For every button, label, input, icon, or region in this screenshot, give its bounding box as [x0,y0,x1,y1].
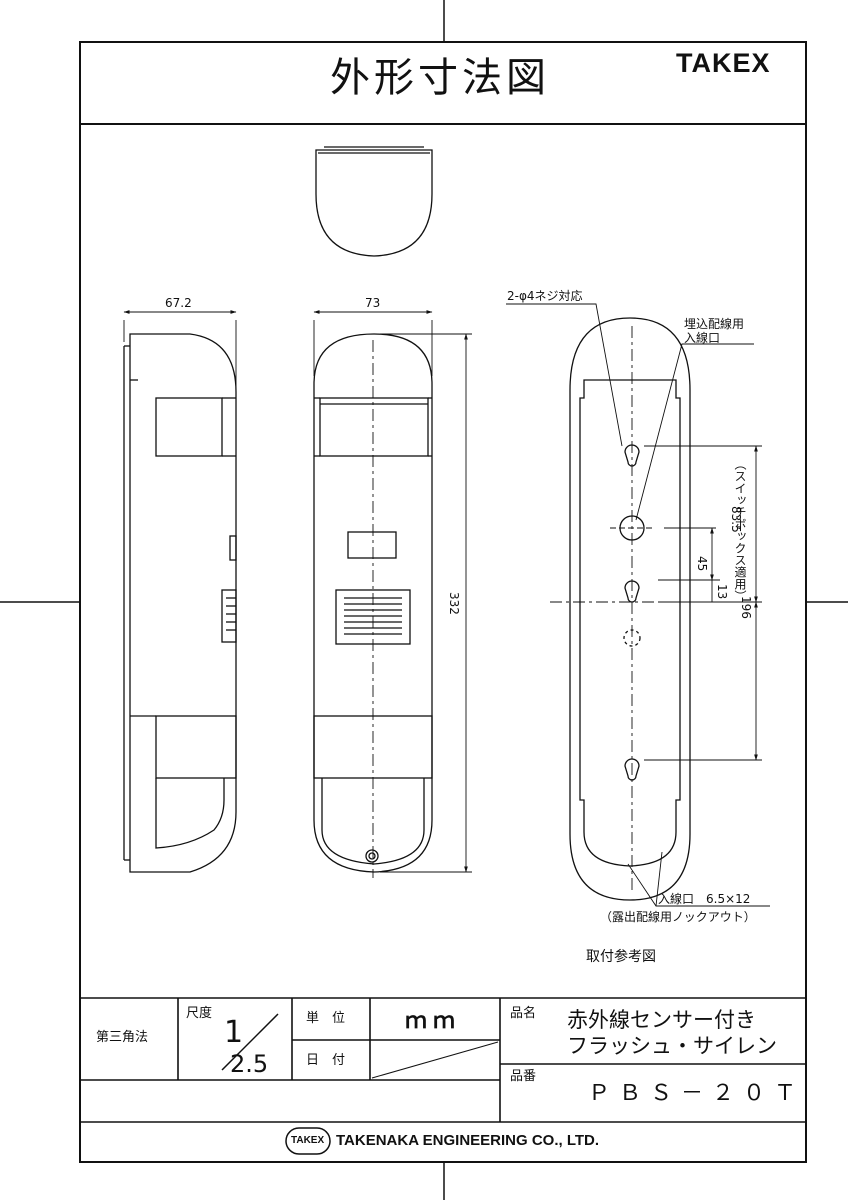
company-logo-oval [285,1127,331,1155]
page-frame [79,41,807,1163]
mounting-caption: 取付参考図 [586,949,656,965]
dim-front-width: 73 [365,296,381,310]
title-block [80,997,806,1155]
scale-denominator: 2.5 [230,1050,269,1078]
dim-83-5-note: （スイッチボックス適用） [733,458,747,602]
dim-height: 332 [447,592,461,615]
product-name-label: 品名 [510,1006,537,1021]
exposed-entry-note-2: （露出配線用ノックアウト） [600,910,756,924]
company-name: TAKENAKA ENGINEERING CO., LTD. [336,1132,600,1149]
front-view [313,333,433,878]
scale-numerator: 1 [224,1015,244,1050]
scale-label: 尺度 [186,1006,213,1021]
dim-196: 196 [739,596,753,619]
embedded-entry-note-1: 埋込配線用 [684,317,745,331]
dim-83-5: 83.5 [729,506,743,533]
drawing-title: 外形寸法図 [330,55,550,101]
dim-13: 13 [715,584,729,600]
top-view [315,146,433,257]
product-name-line-1: 赤外線センサー付き [567,1008,756,1032]
company-logo-text: TAKEX [291,1135,325,1146]
exposed-entry-note-1: 入線口 6.5×12 [658,892,751,906]
part-number: ＰＢＳ－２０Ｔ [588,1081,806,1106]
unit-value: ｍｍ [405,1009,462,1034]
brand-logo: TAKEX [676,48,771,78]
date-label: 日 付 [306,1053,346,1068]
mounting-view [506,303,770,907]
product-name-line-2: フラッシュ・サイレン [567,1034,777,1058]
dim-45: 45 [695,556,709,572]
screw-holes-note: 2-φ4ネジ対応 [507,289,583,303]
unit-label: 単 位 [306,1011,346,1026]
projection-method: 第三角法 [96,1030,149,1045]
dim-side-depth: 67.2 [165,296,192,310]
part-no-label: 品番 [510,1069,537,1084]
side-view [123,333,237,873]
embedded-entry-note-2: 入線口 [684,331,721,345]
